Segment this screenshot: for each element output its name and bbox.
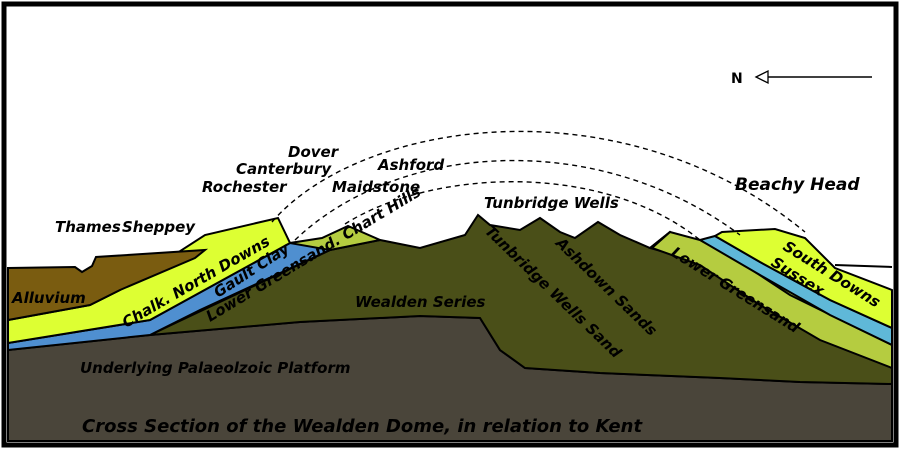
label-palaeozoic-platform: Underlying Palaeolzoic Platform [80, 359, 350, 377]
eroded-arc-outer [271, 130, 806, 233]
label-alluvium: Alluvium [11, 289, 86, 307]
north-label: N [731, 71, 743, 87]
label-beachy-head: Beachy Head [735, 175, 860, 195]
arrow-left-icon [754, 69, 769, 85]
sea-level-line [834, 264, 893, 268]
north-arrow: N [731, 69, 872, 87]
label-wealden-series: Wealden Series [355, 293, 486, 311]
label-rochester: Rochester [202, 178, 288, 196]
label-tunbridge-wells-town: Tunbridge Wells [484, 194, 619, 212]
label-ashford: Ashford [377, 156, 444, 174]
label-maidstone: Maidstone [332, 178, 420, 196]
label-canterbury: Canterbury [236, 160, 332, 178]
label-dover: Dover [288, 143, 340, 161]
chalk-south-downs-layer [712, 227, 893, 330]
diagram-caption: Cross Section of the Wealden Dome, in re… [82, 416, 643, 437]
label-thames: Thames [55, 218, 121, 236]
label-sheppey: Sheppey [122, 218, 196, 236]
eroded-arc-middle [294, 159, 741, 241]
alluvium-layer [7, 248, 209, 322]
